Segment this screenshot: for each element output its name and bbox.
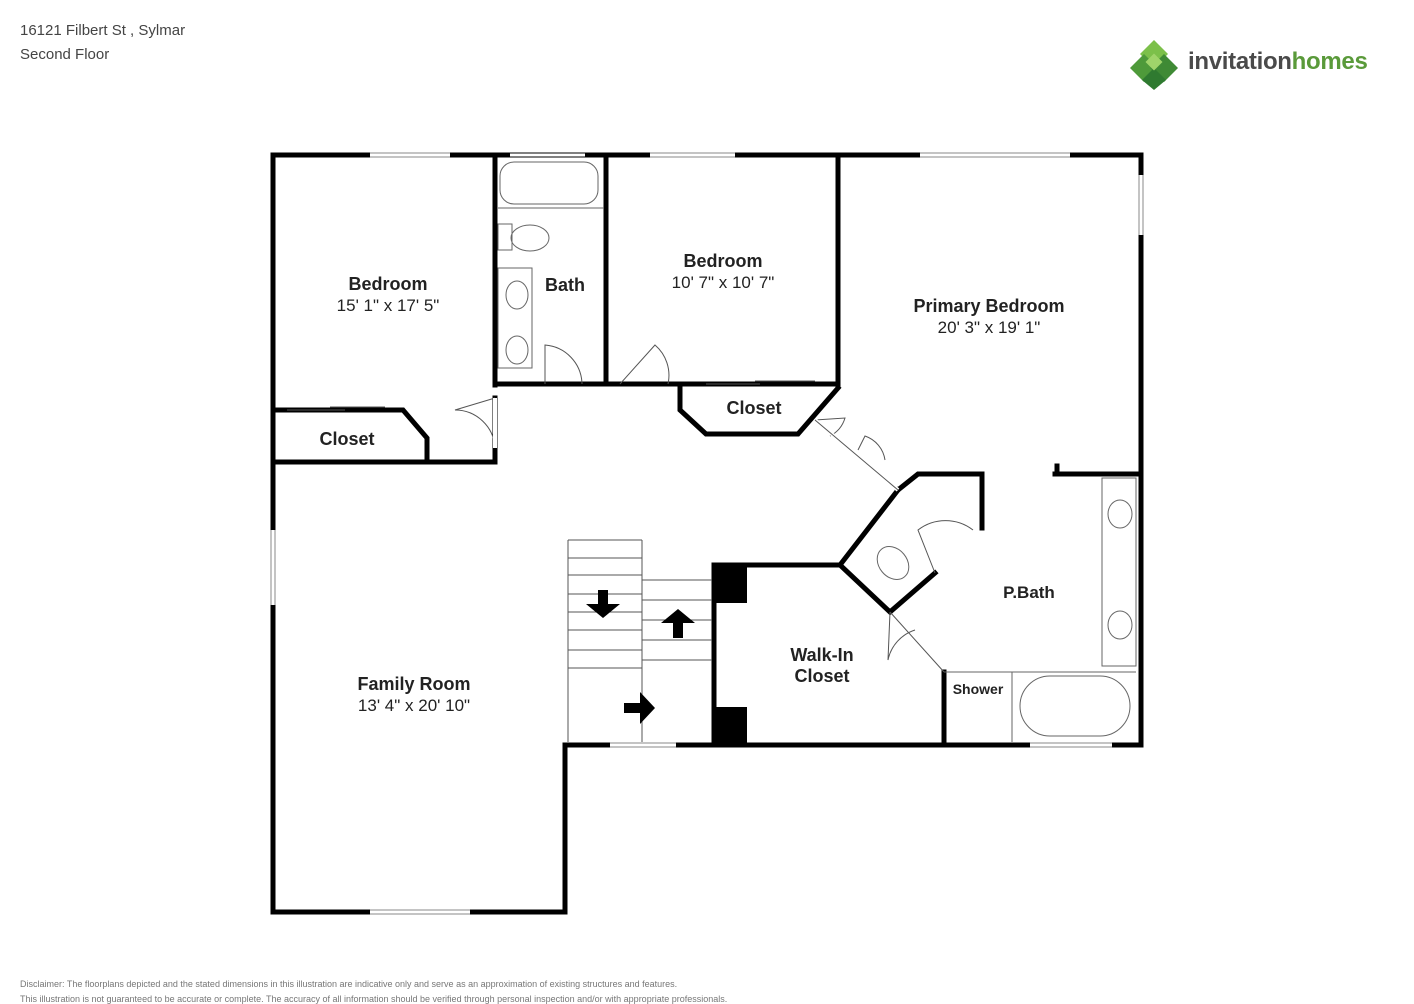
brand-word-1: invitation [1188, 48, 1292, 75]
brand-wordmark: invitationhomes [1188, 48, 1368, 76]
room-name-closet-left: Closet [319, 429, 374, 449]
stair-arrows [586, 590, 695, 724]
room-name-family-room: Family Room [357, 674, 470, 694]
arrow-up-icon [661, 609, 695, 638]
room-name-bedroom-mid: Bedroom [683, 251, 762, 271]
disclaimer-line-2: This illustration is not guaranteed to b… [20, 994, 728, 1004]
toilet-icon [876, 546, 910, 580]
room-dims-bedroom-mid: 10' 7" x 10' 7" [672, 273, 775, 292]
arrow-right-icon [624, 692, 655, 724]
sink-icon [505, 280, 529, 310]
room-name-shower: Shower [953, 681, 1004, 697]
arrow-down-icon [586, 590, 620, 618]
room-name-bath: Bath [545, 275, 585, 295]
wall-column [714, 563, 747, 603]
bathtub-icon [1019, 675, 1131, 737]
floor-label: Second Floor [20, 46, 110, 63]
room-labels: Bedroom 15' 1" x 17' 5" Closet Bath Bedr… [319, 251, 1064, 715]
fixtures [497, 161, 1137, 742]
window-lines [270, 152, 1144, 915]
room-name-walkin-1: Walk-In [790, 645, 853, 665]
toilet-icon [510, 224, 550, 252]
sink-icon [1107, 610, 1133, 640]
brand-word-2: homes [1291, 48, 1368, 75]
toilet-tank-icon [497, 223, 513, 251]
windows [271, 153, 1143, 914]
room-name-closet-mid: Closet [726, 398, 781, 418]
room-name-pbath: P.Bath [1003, 583, 1055, 602]
room-name-primary-bedroom: Primary Bedroom [913, 296, 1064, 316]
room-dims-family-room: 13' 4" x 20' 10" [358, 696, 470, 715]
room-name-bedroom-left: Bedroom [348, 274, 427, 294]
address-text: 16121 Filbert St , Sylmar [20, 22, 186, 39]
brand-logo: invitationhomes [1128, 38, 1388, 90]
sink-icon [505, 335, 529, 365]
wall-column [714, 707, 747, 745]
bathtub-icon [499, 161, 599, 205]
sink-icon [1107, 499, 1133, 529]
room-dims-bedroom-left: 15' 1" x 17' 5" [337, 296, 440, 315]
logo-mark-icon [1130, 40, 1178, 90]
room-dims-primary-bedroom: 20' 3" x 19' 1" [938, 318, 1041, 337]
disclaimer-line-1: Disclaimer: The floorplans depicted and … [20, 979, 678, 989]
room-name-walkin-2: Closet [794, 666, 849, 686]
doors [287, 344, 974, 673]
